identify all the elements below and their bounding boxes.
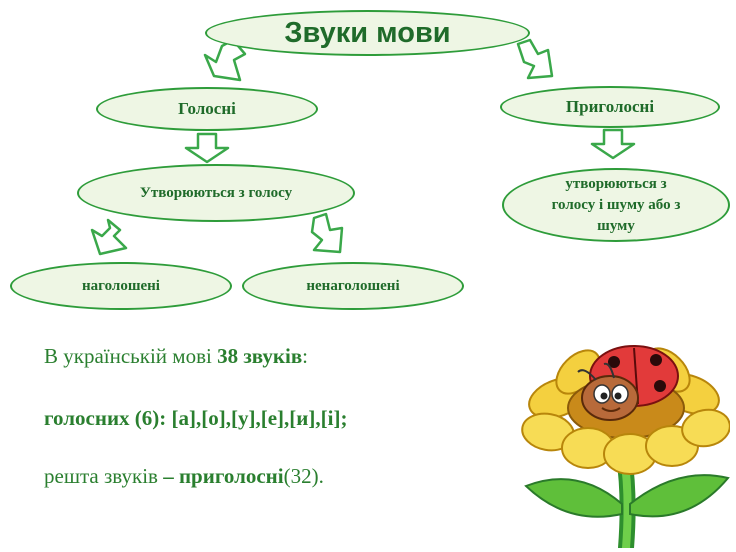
node-stressed: наголошені: [10, 262, 232, 310]
text-part-bold: 38 звуків: [217, 344, 303, 368]
node-label: Утворюються з голосу: [139, 185, 293, 201]
node-label: ненаголошені: [306, 277, 400, 294]
text-total-sounds: В українській мові 38 звуків:: [44, 344, 308, 369]
node-label: Звуки мови: [284, 16, 451, 49]
node-vowels: Голосні: [96, 87, 318, 131]
arrow-root-to-vowels: [203, 38, 247, 82]
node-consonants: Приголосні: [500, 86, 720, 128]
text-part: (32).: [283, 464, 324, 488]
text-part: :: [302, 344, 309, 368]
node-label: Голосні: [178, 99, 236, 118]
text-vowels-list: голосних (6): [а],[о],[у],[е],[и],[і];: [44, 406, 348, 430]
arrow-consonants-to-desc: [590, 128, 636, 160]
node-vowels-description: Утворюються з голосу: [77, 164, 355, 222]
node-label: наголошені: [82, 277, 160, 294]
arrow-desc-to-unstressed: [310, 212, 344, 254]
text-consonants-count: решта звуків – приголосні(32).: [44, 464, 324, 489]
node-label: утворюються з голосу і шуму або з шуму: [551, 175, 681, 234]
arrow-root-to-consonants: [516, 38, 554, 80]
text-part-bold: – приголосні: [163, 464, 284, 488]
node-unstressed: ненаголошені: [242, 262, 464, 310]
flower-with-ladybug-icon: [521, 345, 730, 548]
node-label: Приголосні: [565, 97, 655, 116]
text-part: решта звуків: [44, 464, 164, 488]
arrow-desc-to-stressed: [90, 218, 128, 256]
arrow-vowels-to-desc: [184, 132, 230, 164]
node-sounds-of-speech: Звуки мови: [205, 10, 530, 56]
node-consonants-description: утворюються з голосу і шуму або з шуму: [502, 168, 730, 242]
text-part: В українській мові: [44, 344, 218, 368]
